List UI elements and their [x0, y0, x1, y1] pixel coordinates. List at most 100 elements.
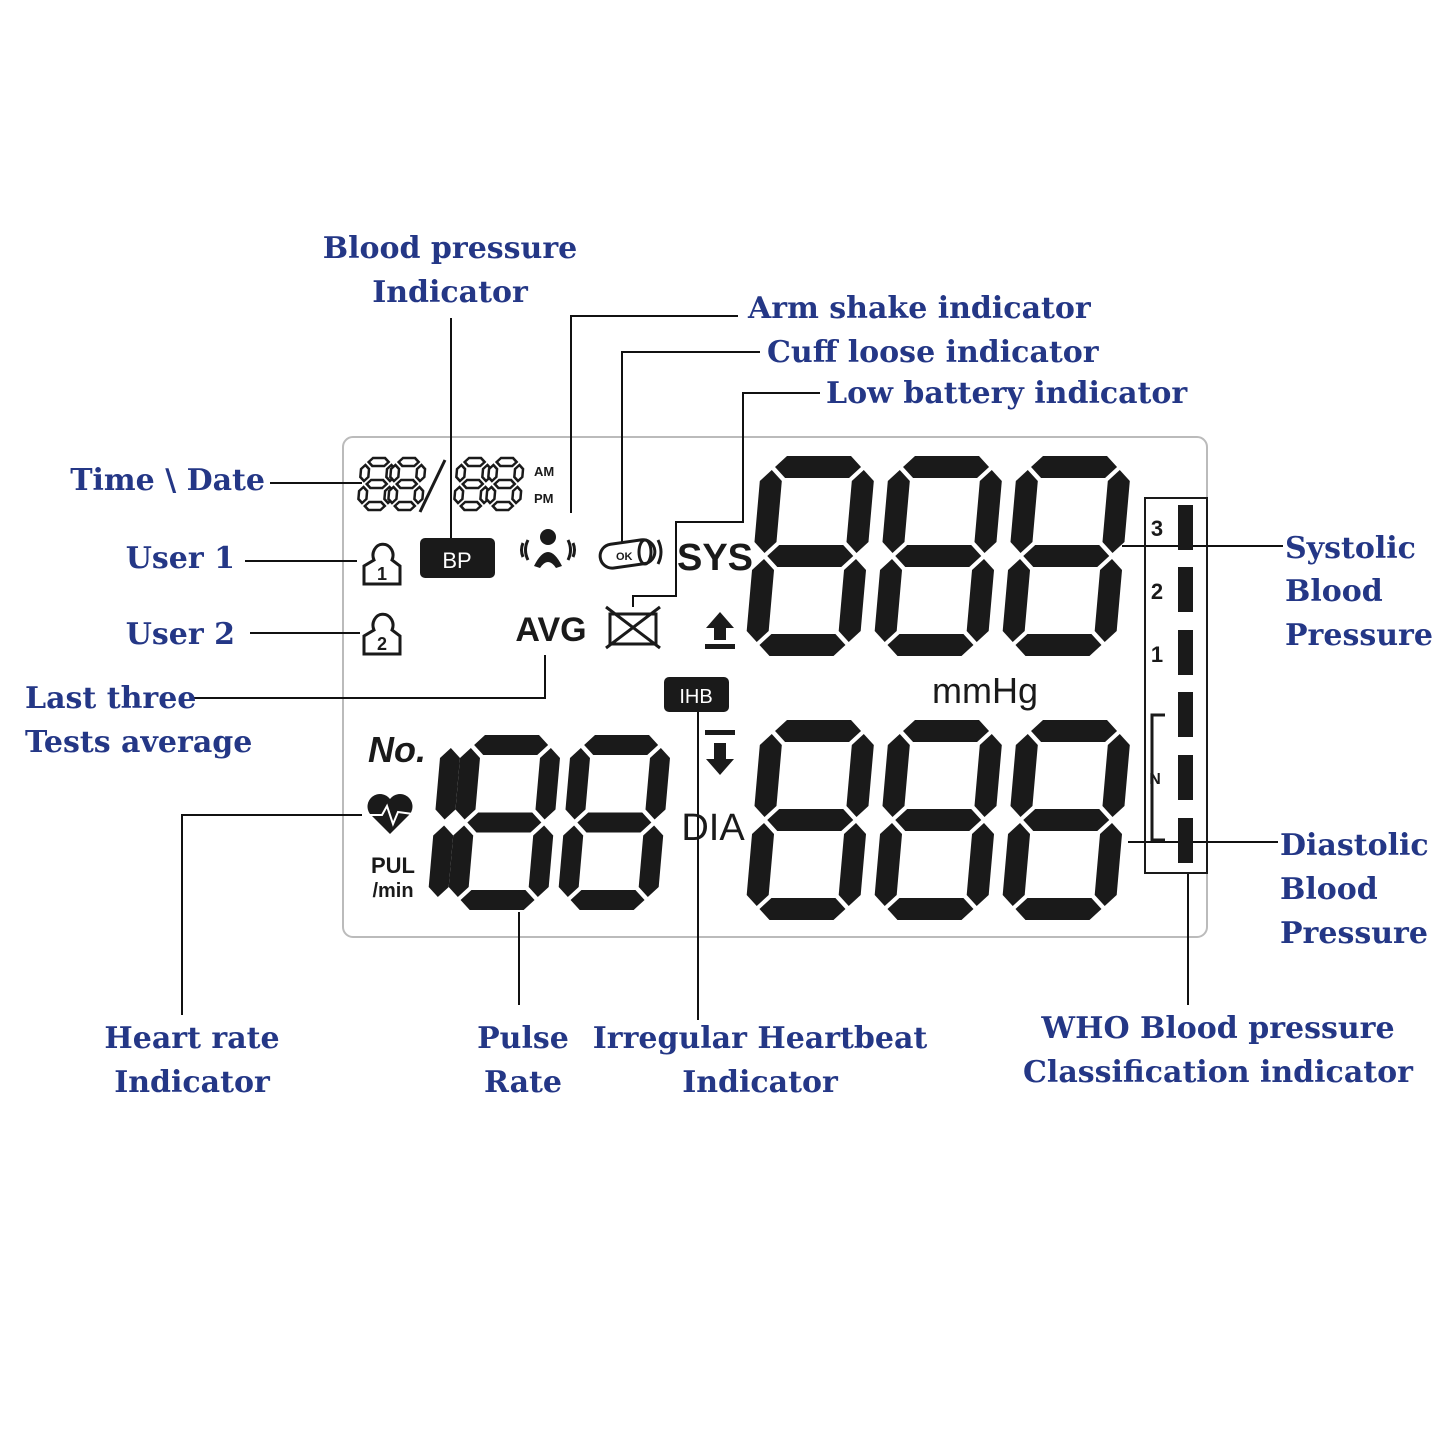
- segment-d: [1015, 634, 1102, 656]
- diastolic-digit: [746, 720, 874, 920]
- pulse-rate-label-1: Pulse: [477, 1021, 569, 1056]
- diastolic-label-3: Pressure: [1280, 916, 1428, 951]
- segment-g: [895, 809, 982, 831]
- who-level-bar: [1178, 818, 1193, 863]
- segment-f: [754, 470, 782, 553]
- user2-icon: 2: [362, 612, 402, 656]
- segment-e: [387, 485, 399, 505]
- avg-label-1: Last three: [25, 681, 196, 716]
- segment-d: [491, 500, 515, 512]
- user1-icon: 1: [362, 542, 402, 586]
- per-min-text: /min: [372, 880, 413, 902]
- systolic-label-2: Blood: [1285, 574, 1383, 609]
- systolic-digit: [1002, 456, 1130, 656]
- ihb-label-1: Irregular Heartbeat: [593, 1021, 928, 1056]
- systolic-label-3: Pressure: [1285, 618, 1433, 653]
- low-battery-line: [632, 392, 820, 607]
- segment-f: [754, 734, 782, 817]
- memory-no-text: No.: [368, 729, 426, 770]
- segment-b: [535, 748, 560, 820]
- arm-shake-icon: [520, 529, 576, 568]
- segment-d: [887, 634, 974, 656]
- segment-d: [759, 898, 846, 920]
- segment-g: [394, 478, 419, 490]
- who-classification-indicator: 3 2 1 N: [1144, 497, 1208, 874]
- segment-e: [874, 559, 903, 642]
- segment-f: [1010, 734, 1038, 817]
- systolic-digit: [746, 456, 874, 656]
- segment-b: [1102, 470, 1130, 553]
- leader-lines: [181, 315, 1283, 1020]
- avg-label-2: Tests average: [25, 725, 252, 760]
- segment-f: [455, 748, 480, 820]
- cuff-loose-label: Cuff loose indicator: [767, 335, 1100, 370]
- segment-d: [459, 500, 483, 512]
- diastolic-digit: [1002, 720, 1130, 920]
- time-date-separator: [418, 459, 447, 513]
- segment-e: [1002, 559, 1031, 642]
- segment-a: [494, 456, 519, 468]
- who-level-bar: [1178, 692, 1193, 737]
- pulse-digit: [428, 748, 460, 897]
- segment-c: [638, 825, 664, 897]
- who-level-bar: [1178, 755, 1193, 800]
- time-date-label: Time \ Date: [70, 463, 265, 498]
- segment-b: [974, 734, 1002, 817]
- segment-c: [966, 559, 995, 642]
- segment-g: [1023, 545, 1110, 567]
- segment-g: [767, 809, 854, 831]
- systolic-label-1: Systolic: [1285, 531, 1416, 566]
- who-level-bar: [1178, 630, 1193, 675]
- segment-d: [759, 634, 846, 656]
- who-label-1: WHO Blood pressure: [1040, 1011, 1394, 1046]
- segment-a: [775, 720, 862, 742]
- bp-indicator-label-1: Blood pressure: [323, 231, 578, 266]
- segment-b: [846, 470, 874, 553]
- segment-d: [887, 898, 974, 920]
- cuff-ok-text: OK: [616, 551, 633, 563]
- ihb-label-2: Indicator: [682, 1065, 839, 1100]
- segment-e: [453, 485, 465, 505]
- segment-d: [460, 890, 535, 910]
- segment-e: [558, 825, 584, 897]
- segment-c: [966, 823, 995, 906]
- segment-a: [584, 735, 659, 755]
- time-date-digit: [485, 456, 525, 512]
- segment-f: [1010, 470, 1038, 553]
- am-indicator: AM: [534, 464, 554, 479]
- segment-b: [645, 748, 670, 820]
- segment-c: [511, 485, 523, 505]
- segment-f: [487, 463, 499, 483]
- segment-f: [359, 463, 371, 483]
- bp-badge-text: BP: [442, 548, 471, 573]
- segment-f: [565, 748, 590, 820]
- segment-e: [746, 823, 775, 906]
- arm-shake-line: [570, 315, 738, 513]
- who-level-3: 3: [1151, 516, 1163, 541]
- diastolic-digit: [874, 720, 1002, 920]
- user1-label: User 1: [126, 541, 235, 576]
- who-level-bar: [1178, 505, 1193, 550]
- avg-line: [190, 655, 546, 699]
- segment-g: [467, 812, 542, 833]
- who-label-2: Classification indicator: [1023, 1055, 1414, 1090]
- cuff-loose-line: [621, 351, 760, 542]
- segment-a: [462, 456, 487, 468]
- systolic-digit: [874, 456, 1002, 656]
- user2-label: User 2: [126, 617, 235, 652]
- segment-b: [415, 463, 427, 483]
- segment-f: [389, 463, 401, 483]
- segment-g: [767, 545, 854, 567]
- up-arrow-icon: [705, 612, 735, 649]
- segment-a: [903, 456, 990, 478]
- segment-g: [577, 812, 652, 833]
- segment-d: [393, 500, 417, 512]
- segment-d: [363, 500, 387, 512]
- bp-indicator-label-2: Indicator: [372, 275, 529, 310]
- segment-c: [528, 825, 554, 897]
- low-battery-icon: [605, 605, 661, 650]
- pul-text: PUL: [371, 853, 415, 878]
- user2-number: 2: [377, 634, 387, 654]
- heart-rate-icon: [364, 794, 421, 834]
